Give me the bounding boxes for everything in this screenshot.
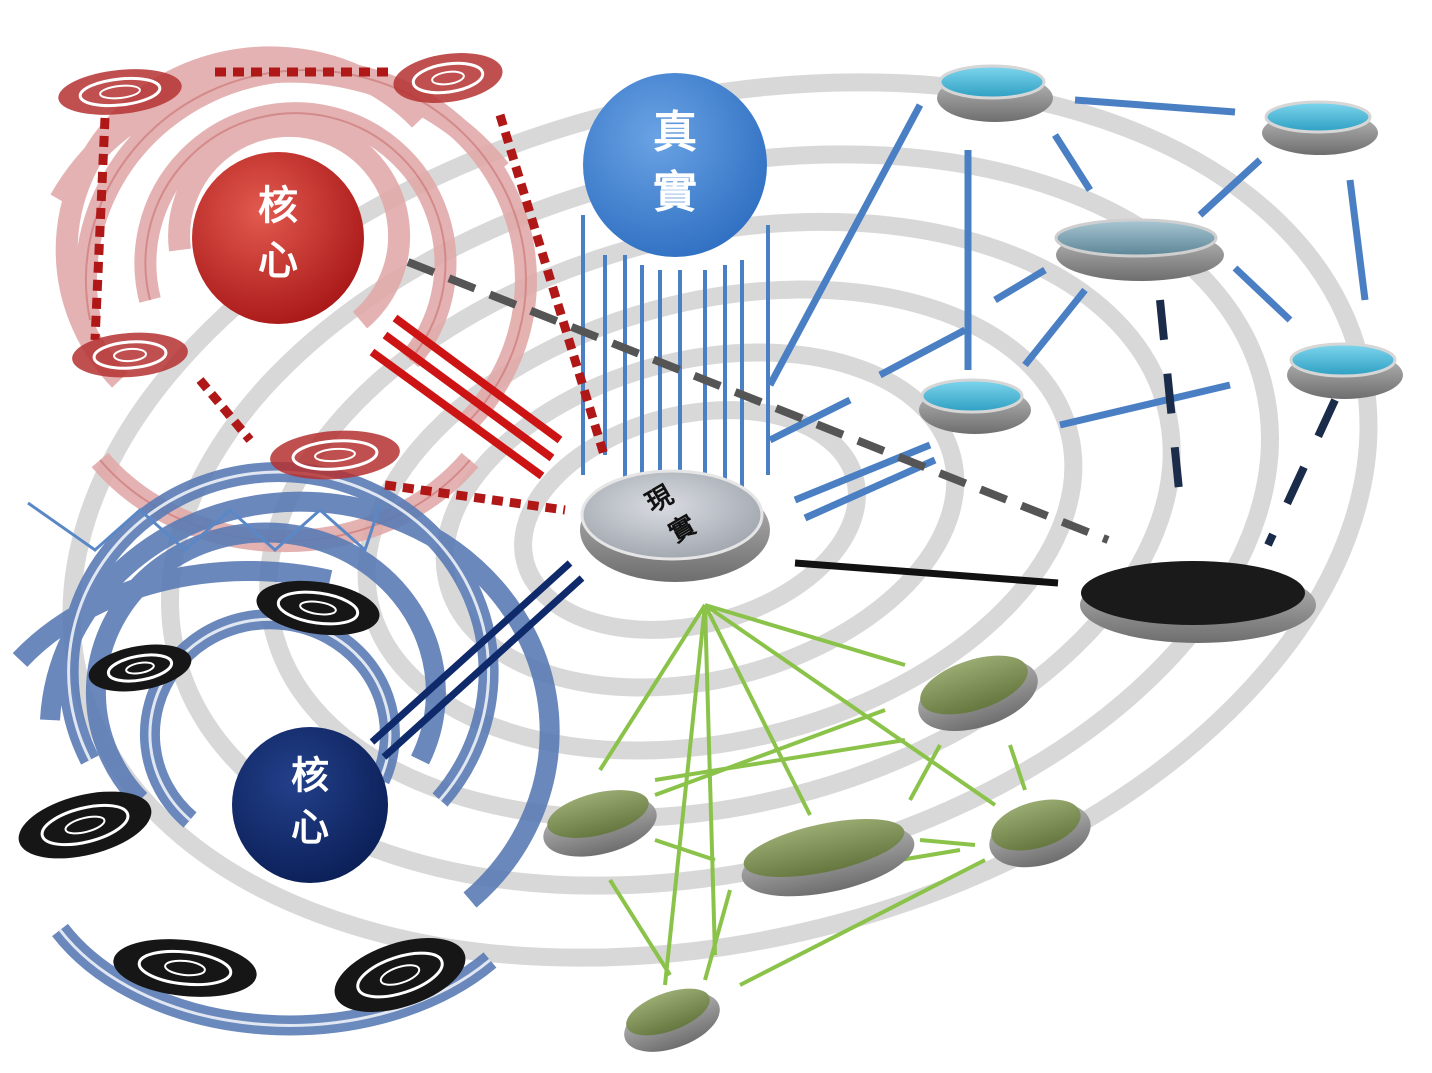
truth-label-2: 實: [653, 167, 697, 218]
red-dotted-frame: [90, 67, 610, 515]
black-vortex-icon: [256, 580, 380, 636]
red-vortex-icon: [58, 69, 182, 115]
green-network: [598, 603, 1027, 987]
cyan-disk-icon: [937, 64, 1053, 122]
red-vortex-icon: [72, 332, 188, 378]
black-vortex-icon: [113, 939, 257, 997]
dark-blue-dashed-lines: [1156, 299, 1339, 547]
olive-disk-icon: [989, 799, 1091, 868]
truth-node: 真 實: [583, 73, 767, 257]
truth-label-1: 真: [653, 107, 697, 158]
red-triple-lines: [369, 314, 563, 480]
olive-disk-icon: [741, 818, 915, 897]
truth-vertical-lines: [581, 215, 770, 540]
cyan-disk-icon: [919, 378, 1031, 434]
red-vortex-icon: [393, 53, 503, 103]
black-vortex-icon: [88, 644, 192, 692]
red-core-node: 核 心: [192, 152, 364, 324]
olive-disk-icon: [624, 988, 720, 1052]
olive-disk-icon: [543, 790, 657, 857]
blue-core-label-2: 心: [291, 806, 329, 850]
cyan-disk-icon: [1287, 342, 1403, 399]
black-solid-line: [794, 559, 1059, 587]
black-vortex-icon: [18, 791, 152, 859]
blue-zigzag-line: [27, 501, 382, 553]
olive-disk-icon: [918, 655, 1038, 731]
red-vortex-icon: [270, 430, 400, 480]
gray-dashed-line: [406, 258, 1110, 544]
blue-core-node: 核 心: [232, 727, 388, 883]
red-core-label-2: 心: [258, 238, 298, 284]
navy-double-lines: [369, 560, 585, 760]
blue-link-lines: [766, 96, 1369, 522]
black-disk-icon: [1080, 561, 1316, 643]
reality-node: 現 實: [580, 469, 770, 582]
cyan-disk-icon: [1054, 218, 1224, 281]
black-vortex-icon: [334, 938, 466, 1012]
cyan-disk-icon: [1262, 100, 1378, 155]
red-core-label-1: 核: [258, 183, 298, 229]
blue-core-label-1: 核: [291, 754, 329, 798]
